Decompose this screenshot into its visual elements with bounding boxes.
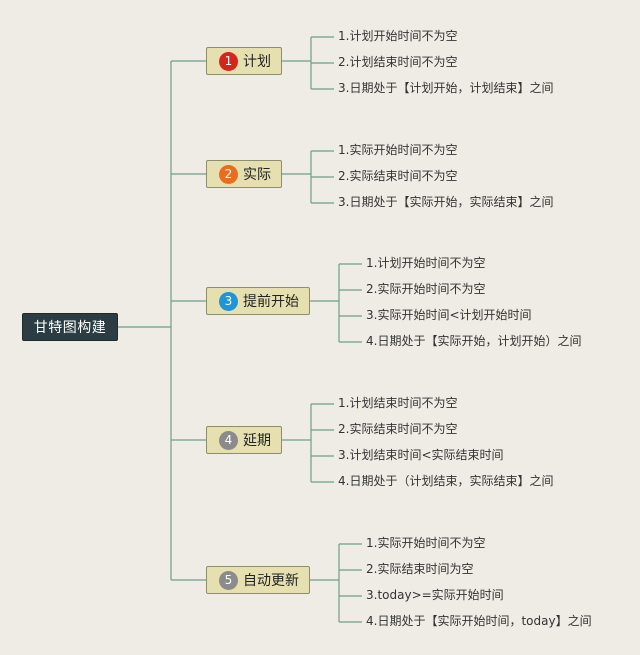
branch-label: 计划 [243, 54, 271, 70]
leaf-item: 1.实际开始时间不为空 [366, 536, 486, 550]
leaf-item: 3.日期处于【实际开始，实际结束】之间 [338, 195, 554, 209]
leaf-item: 2.实际开始时间不为空 [366, 282, 486, 296]
number-badge-2: 2 [219, 164, 238, 184]
branch-label: 实际 [243, 167, 271, 183]
branch-label: 延期 [243, 433, 271, 449]
number-badge-1: 1 [219, 51, 238, 71]
branch-label: 提前开始 [243, 294, 299, 310]
root-node[interactable]: 甘特图构建 [22, 313, 118, 341]
leaf-item: 1.实际开始时间不为空 [338, 143, 458, 157]
branch-node-plan[interactable]: 1 计划 [206, 47, 282, 75]
branch-node-auto-update[interactable]: 5 自动更新 [206, 566, 310, 594]
branch-label: 自动更新 [243, 573, 299, 589]
leaf-item: 3.日期处于【计划开始，计划结束】之间 [338, 81, 554, 95]
branch-node-early-start[interactable]: 3 提前开始 [206, 287, 310, 315]
leaf-item: 4.日期处于（计划结束，实际结束】之间 [338, 474, 554, 488]
number-badge-5: 5 [219, 570, 238, 590]
leaf-item: 3.实际开始时间<计划开始时间 [366, 308, 532, 322]
branch-node-actual[interactable]: 2 实际 [206, 160, 282, 188]
number-badge-3: 3 [219, 291, 238, 311]
leaf-item: 2.实际结束时间不为空 [338, 422, 458, 436]
root-label: 甘特图构建 [33, 320, 107, 336]
leaf-item: 2.实际结束时间为空 [366, 562, 474, 576]
branch-node-delay[interactable]: 4 延期 [206, 426, 282, 454]
leaf-item: 2.实际结束时间不为空 [338, 169, 458, 183]
leaf-item: 2.计划结束时间不为空 [338, 55, 458, 69]
leaf-item: 4.日期处于【实际开始时间，today】之间 [366, 614, 592, 628]
leaf-item: 1.计划结束时间不为空 [338, 396, 458, 410]
number-badge-4: 4 [219, 430, 238, 450]
leaf-item: 3.today>=实际开始时间 [366, 588, 504, 602]
leaf-item: 1.计划开始时间不为空 [338, 29, 458, 43]
leaf-item: 3.计划结束时间<实际结束时间 [338, 448, 504, 462]
leaf-item: 4.日期处于【实际开始，计划开始）之间 [366, 334, 582, 348]
leaf-item: 1.计划开始时间不为空 [366, 256, 486, 270]
